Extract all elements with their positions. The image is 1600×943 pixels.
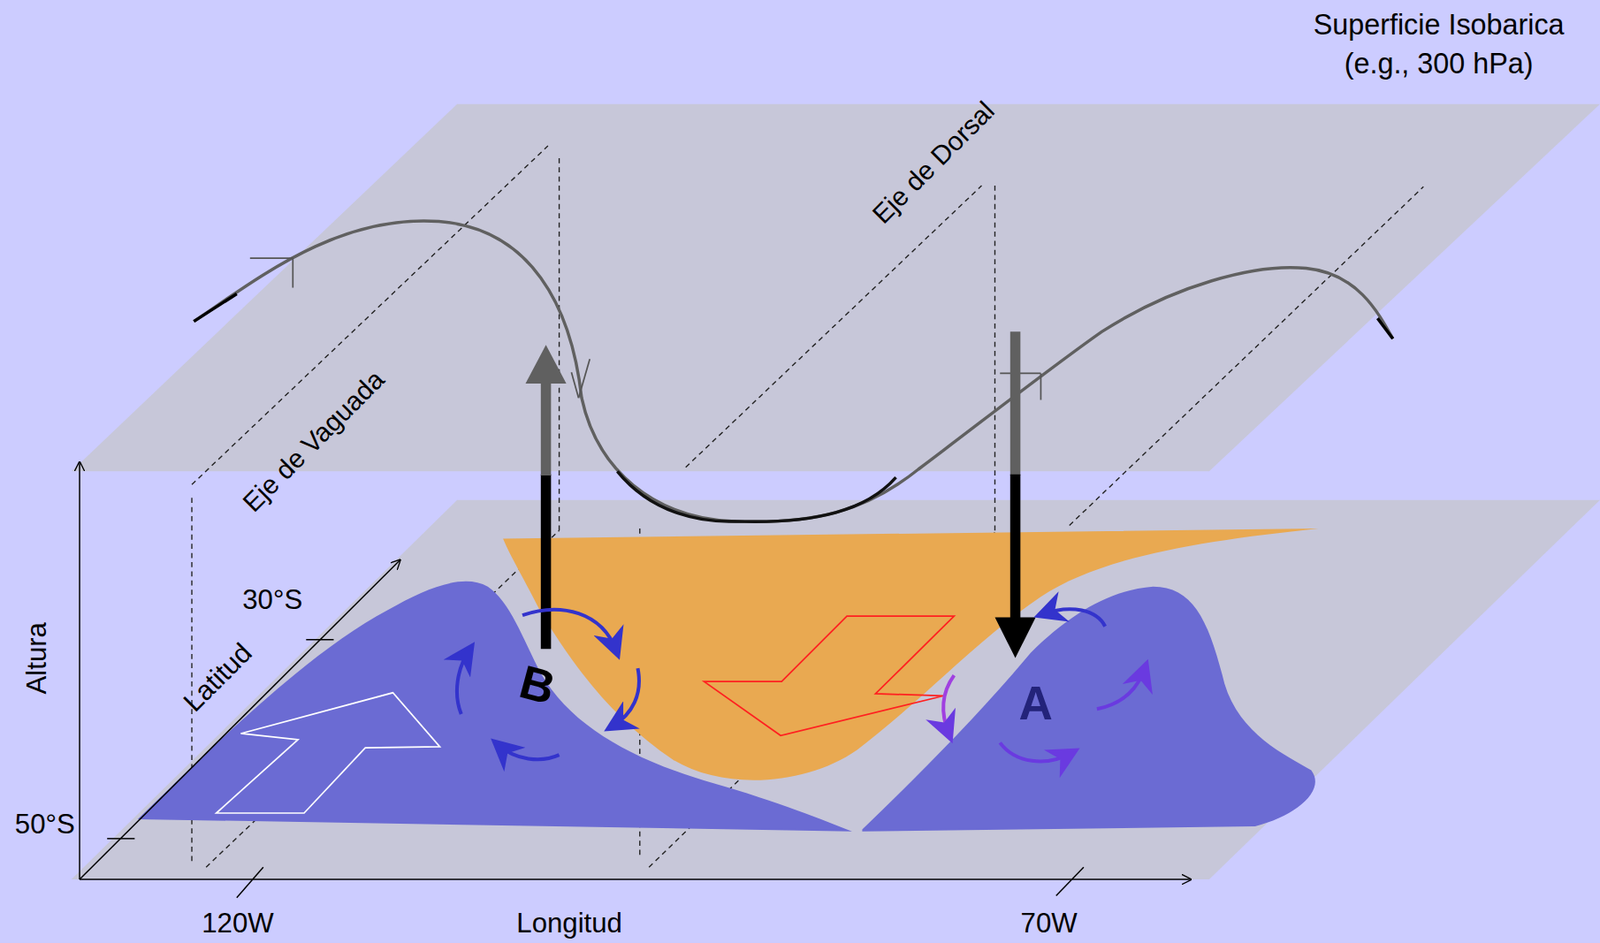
tick-label: 30°S [242, 583, 303, 617]
axes [79, 462, 1191, 899]
warm-wind-arrow [703, 616, 954, 736]
cyclonic-circulation [457, 609, 640, 760]
height-contour [193, 220, 1393, 522]
ascent-arrow [540, 474, 552, 649]
axis-label: Altura [20, 622, 54, 694]
contour-end [193, 293, 237, 321]
cold-wind-arrow [216, 693, 441, 814]
tick-label: 50°S [15, 807, 76, 841]
high-pressure-mark: A [1018, 676, 1052, 733]
descent-arrow [1010, 474, 1021, 623]
axis-label: Longitud [516, 906, 623, 940]
tick-label: 120W [201, 906, 274, 940]
anticyclonic-circulation [943, 609, 1145, 762]
contour-end [1377, 318, 1393, 339]
tick-label: 70W [1020, 906, 1078, 940]
cold-region-left [137, 581, 853, 832]
lower-plane [71, 500, 1600, 880]
ascent-arrow [540, 375, 552, 476]
upper-plane [71, 104, 1600, 473]
contour-lower [617, 471, 896, 522]
ascent-arrow-head [525, 344, 566, 384]
descent-arrow-head [994, 617, 1036, 658]
plane-title: Superficie Isobarica (e.g., 300 hPa) [1287, 6, 1591, 84]
cold-region-right [861, 586, 1315, 832]
descent-arrow [1010, 331, 1021, 476]
